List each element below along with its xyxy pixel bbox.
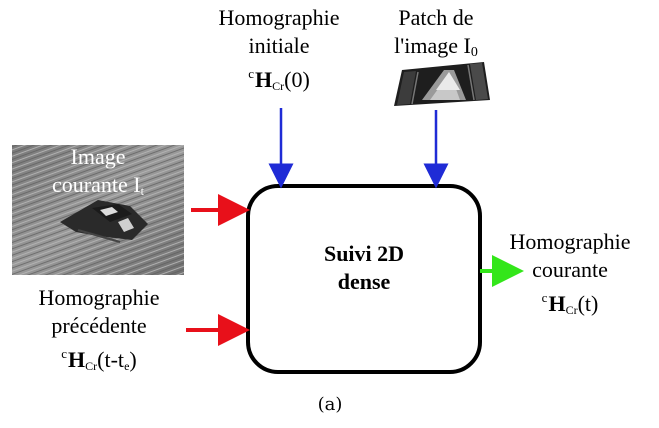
initial-homography-label: Homographie initiale cHCr(0) <box>188 4 370 100</box>
tracking-box-line2: dense <box>337 269 391 294</box>
image-patch-line2: l'image I0 <box>394 33 478 60</box>
current-image-line1: Image <box>70 144 126 169</box>
image-patch-line1: Patch de <box>398 5 474 30</box>
initial-homography-line1: Homographie <box>218 5 340 30</box>
initial-homography-formula: cHCr(0) <box>248 66 310 93</box>
initial-homography-line2: initiale <box>248 33 310 58</box>
previous-homography-label: Homographie précédente cHCr(t-te) <box>8 284 190 380</box>
current-homography-line2: courante <box>532 257 608 282</box>
image-patch-i0 <box>394 62 490 106</box>
image-patch-label: Patch de l'image I0 <box>366 4 506 67</box>
previous-homography-formula: cHCr(t-te) <box>61 346 137 373</box>
figure-caption: (a) <box>317 394 343 415</box>
current-homography-line1: Homographie <box>509 229 631 254</box>
current-image-line2: courante It <box>52 172 144 198</box>
tracking-box-line1: Suivi 2D <box>323 241 405 266</box>
current-image-photo <box>12 145 184 275</box>
tracking-box <box>246 184 482 374</box>
previous-homography-line1: Homographie <box>38 285 160 310</box>
current-homography-label: Homographie courante cHCr(t) <box>484 228 656 324</box>
current-image-label: Image courante It <box>12 143 184 205</box>
tracking-box-label: Suivi 2D dense <box>248 240 480 296</box>
previous-homography-line2: précédente <box>51 313 147 338</box>
current-homography-formula: cHCr(t) <box>541 290 599 317</box>
